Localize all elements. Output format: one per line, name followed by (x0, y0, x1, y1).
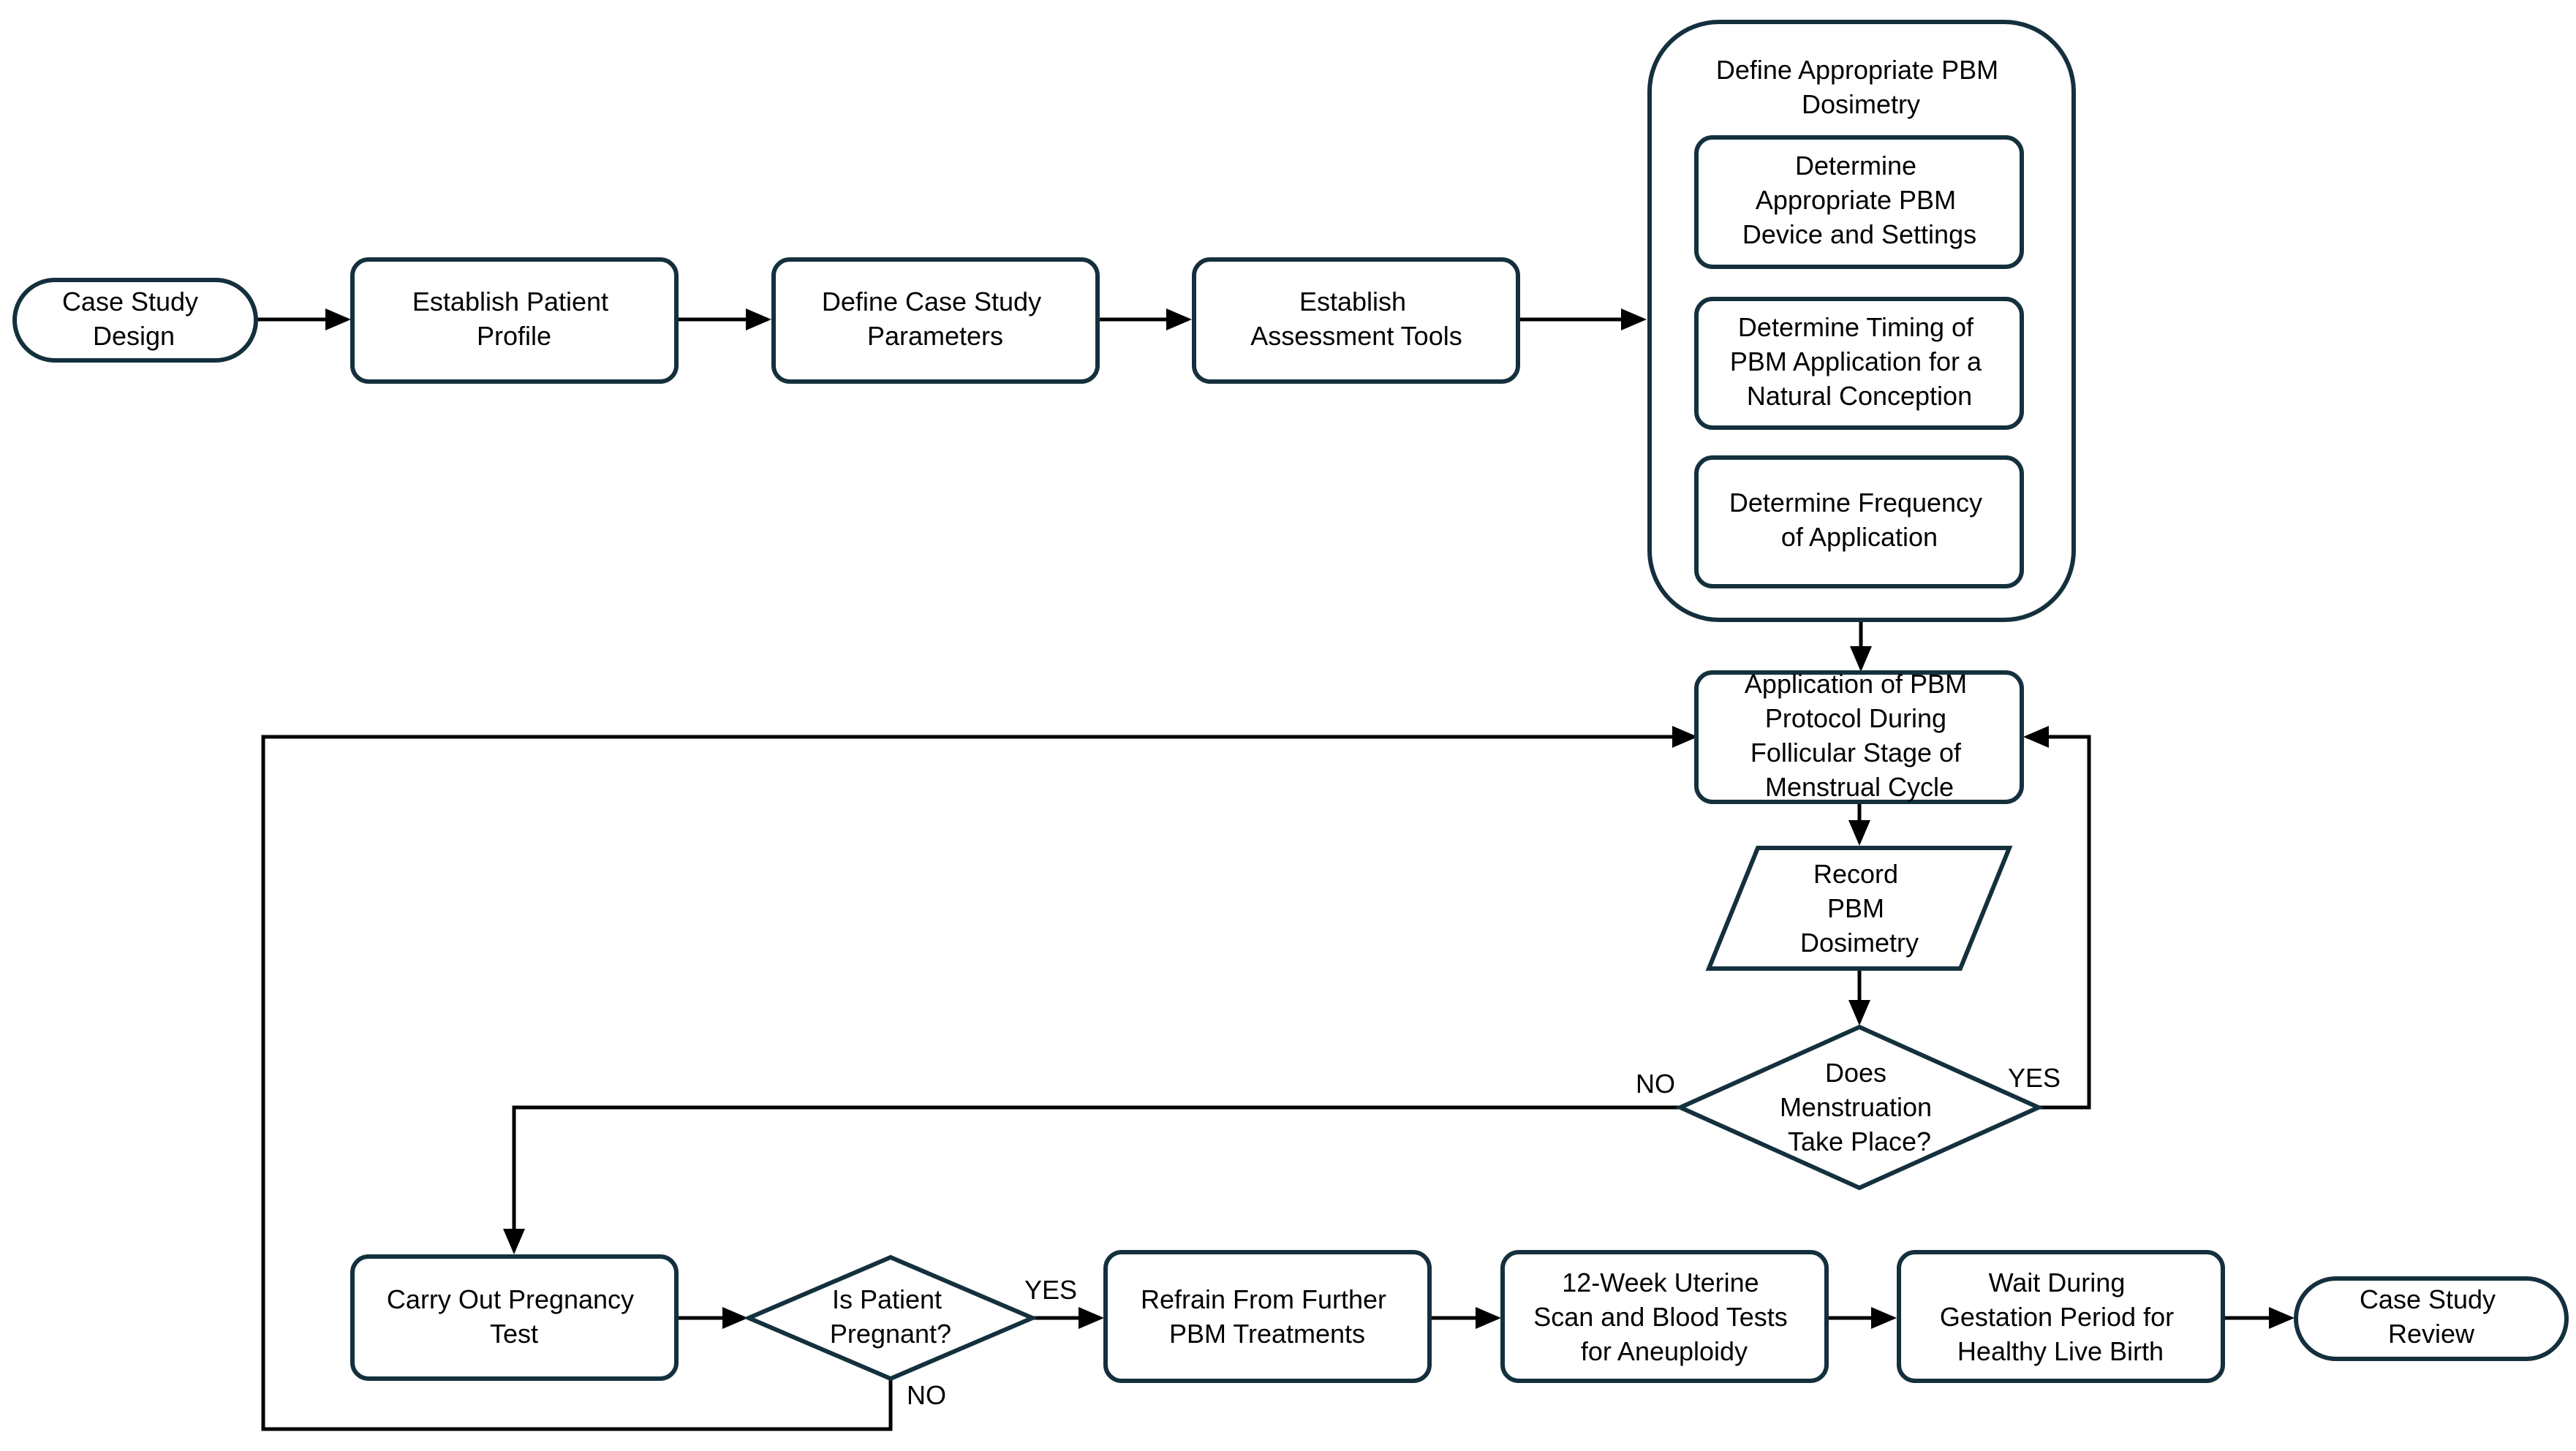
nodes (12, 20, 2569, 1383)
establish-patient-profile-box (350, 257, 679, 384)
establish-assessment-tools-label: Establish Assessment Tools (1250, 287, 1462, 351)
refrain-treatments-box (1103, 1250, 1432, 1383)
carry-out-pregnancy-test-label: Carry Out Pregnancy Test (387, 1284, 641, 1349)
pregnant-decision-diamond (743, 1254, 1038, 1382)
wait-gestation-box (1897, 1250, 2225, 1383)
edge-decision-no-to-test (503, 1105, 1680, 1254)
application-pbm-protocol-label: Application of PBM Protocol During Folli… (1745, 669, 1974, 802)
establish-assessment-tools-box (1192, 257, 1520, 384)
edge-pregnant-no-loop (261, 726, 1698, 1431)
determine-timing-box (1694, 297, 2024, 430)
edge-decision-yes-loop (2023, 726, 2091, 1110)
define-case-study-parameters-box (771, 257, 1100, 384)
case-study-review-label: Case Study Review (2360, 1284, 2503, 1349)
determine-frequency-box (1694, 455, 2024, 588)
define-pbm-dosimetry-label: Define Appropriate PBM Dosimetry (1716, 55, 2006, 119)
carry-out-pregnancy-test-box (350, 1254, 679, 1381)
case-study-design-label: Case Study Design (62, 287, 205, 351)
determine-device-settings-box (1694, 135, 2024, 269)
application-pbm-protocol-box (1694, 670, 2024, 804)
determine-frequency-label: Determine Frequency of Application (1729, 488, 1990, 552)
pregnant-yes-label: YES (1024, 1275, 1077, 1305)
record-pbm-dosimetry-parallelogram (1705, 846, 2013, 971)
uterine-scan-label: 12-Week Uterine Scan and Blood Tests for… (1533, 1268, 1795, 1366)
determine-timing-label: Determine Timing of PBM Application for … (1730, 312, 1989, 411)
menstruation-yes-label: YES (2008, 1063, 2061, 1093)
uterine-scan-box (1500, 1250, 1829, 1383)
labels: Case Study Design Establish Patient Prof… (62, 55, 2503, 1410)
case-study-review-terminator (2294, 1276, 2569, 1361)
pregnant-no-label: NO (907, 1380, 946, 1410)
menstruation-no-label: NO (1636, 1069, 1675, 1099)
establish-patient-profile-label: Establish Patient Profile (412, 287, 616, 351)
case-study-design-terminator (12, 278, 258, 363)
define-case-study-parameters-label: Define Case Study Parameters (822, 287, 1049, 351)
record-pbm-dosimetry-label: Record PBM Dosimetry (1800, 859, 1919, 958)
determine-device-settings-label: Determine Appropriate PBM Device and Set… (1742, 151, 1976, 249)
pregnant-decision-label: Is Patient Pregnant? (830, 1284, 951, 1349)
refrain-treatments-label: Refrain From Further PBM Treatments (1141, 1284, 1394, 1349)
menstruation-decision-label: Does Menstruation Take Place? (1780, 1058, 1939, 1156)
wait-gestation-label: Wait During Gestation Period for Healthy… (1940, 1268, 2181, 1366)
menstruation-decision-diamond (1674, 1024, 2044, 1191)
